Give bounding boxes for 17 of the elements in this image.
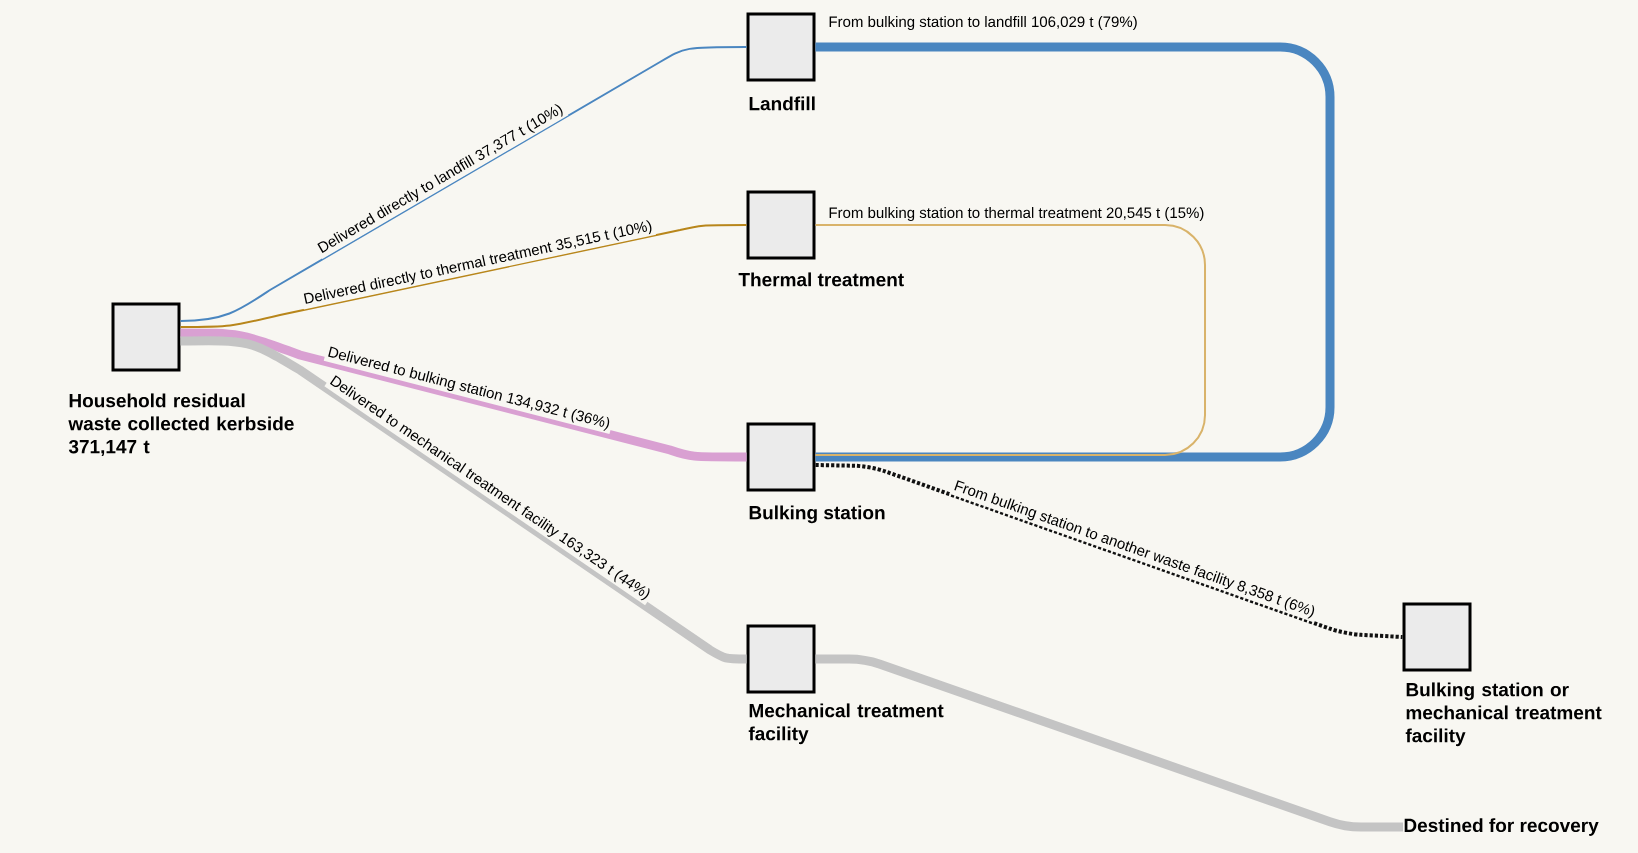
flow-line — [180, 336, 747, 664]
node-label: Bulking station — [749, 505, 885, 524]
flow-line — [179, 46, 748, 322]
node-label: Destined for recovery — [1404, 818, 1599, 836]
node-label: Thermal treatment — [738, 272, 904, 287]
flow-line — [815, 463, 1403, 639]
flow-line — [180, 328, 747, 462]
node-label: Mechanical treatment facility — [748, 703, 944, 745]
edge-label: From bulking station to landfill 106,029 t (79%) — [826, 14, 1140, 32]
flow-line — [815, 42, 1335, 462]
flow-line — [814, 224, 1206, 456]
flow-line — [815, 654, 1403, 832]
flow-line — [179, 224, 748, 328]
edge-label: From bulking station to thermal treatment 20,545 t (15%) — [826, 205, 1207, 223]
node-label: Landfill — [749, 96, 815, 111]
node-label: Bulking station or mechanical treatment facility — [1405, 682, 1602, 747]
node-label: Household residual waste collected kerbside 371,147 t — [68, 393, 294, 457]
